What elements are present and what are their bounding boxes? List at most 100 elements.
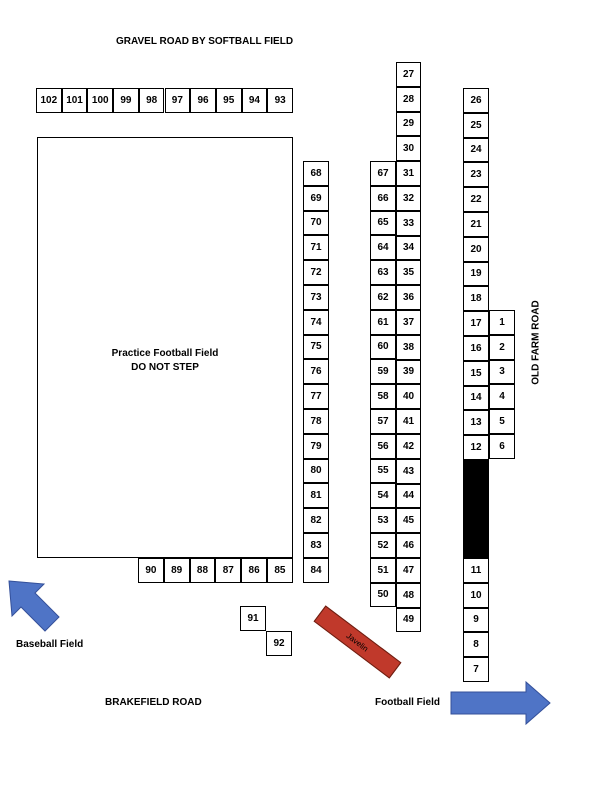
spot-28[interactable]: 28 xyxy=(396,86,421,112)
spot-63[interactable]: 63 xyxy=(370,260,396,285)
spot-39[interactable]: 39 xyxy=(396,359,421,385)
spot-99[interactable]: 99 xyxy=(113,88,139,113)
spot-81[interactable]: 81 xyxy=(303,483,329,509)
spot-6[interactable]: 6 xyxy=(489,434,515,459)
spot-93[interactable]: 93 xyxy=(267,88,293,113)
spot-15[interactable]: 15 xyxy=(463,360,489,386)
spot-24[interactable]: 24 xyxy=(463,137,489,163)
spot-55[interactable]: 55 xyxy=(370,458,396,484)
spot-65[interactable]: 65 xyxy=(370,210,396,236)
spot-17[interactable]: 17 xyxy=(463,311,489,336)
spot-75[interactable]: 75 xyxy=(303,334,329,360)
spot-71[interactable]: 71 xyxy=(303,235,329,261)
spot-84[interactable]: 84 xyxy=(303,557,329,583)
spot-35[interactable]: 35 xyxy=(396,260,421,286)
spot-98[interactable]: 98 xyxy=(138,88,165,113)
spot-82[interactable]: 82 xyxy=(303,508,329,533)
spot-5[interactable]: 5 xyxy=(489,409,515,434)
spot-48[interactable]: 48 xyxy=(396,582,421,608)
spot-16[interactable]: 16 xyxy=(463,336,489,361)
spot-83[interactable]: 83 xyxy=(303,533,329,558)
spot-49[interactable]: 49 xyxy=(396,607,421,633)
spot-101[interactable]: 101 xyxy=(61,88,88,113)
spot-20[interactable]: 20 xyxy=(463,236,489,262)
spot-22[interactable]: 22 xyxy=(463,187,489,212)
spot-34[interactable]: 34 xyxy=(396,235,421,261)
spot-41[interactable]: 41 xyxy=(396,409,421,434)
spot-43[interactable]: 43 xyxy=(396,458,421,484)
spot-23[interactable]: 23 xyxy=(463,162,489,188)
spot-91[interactable]: 91 xyxy=(240,606,266,631)
spot-4[interactable]: 4 xyxy=(489,384,515,410)
spot-3[interactable]: 3 xyxy=(489,359,515,385)
spot-95[interactable]: 95 xyxy=(215,88,242,113)
spot-21[interactable]: 21 xyxy=(463,212,489,237)
spot-8[interactable]: 8 xyxy=(463,632,489,658)
spot-100[interactable]: 100 xyxy=(87,88,114,113)
spot-44[interactable]: 44 xyxy=(396,483,421,509)
spot-69[interactable]: 69 xyxy=(303,185,329,211)
spot-96[interactable]: 96 xyxy=(190,88,216,113)
spot-14[interactable]: 14 xyxy=(463,385,489,411)
spot-50[interactable]: 50 xyxy=(370,582,396,608)
spot-1[interactable]: 1 xyxy=(489,310,515,335)
spot-60[interactable]: 60 xyxy=(370,334,396,360)
spot-47[interactable]: 47 xyxy=(396,558,421,583)
spot-36[interactable]: 36 xyxy=(396,285,421,310)
spot-77[interactable]: 77 xyxy=(303,384,329,409)
spot-94[interactable]: 94 xyxy=(241,88,268,113)
spot-18[interactable]: 18 xyxy=(463,286,489,312)
spot-51[interactable]: 51 xyxy=(370,557,396,583)
spot-31[interactable]: 31 xyxy=(396,161,421,186)
spot-45[interactable]: 45 xyxy=(396,508,421,534)
spot-79[interactable]: 79 xyxy=(303,433,329,459)
spot-2[interactable]: 2 xyxy=(489,334,515,360)
spot-72[interactable]: 72 xyxy=(303,260,329,285)
spot-25[interactable]: 25 xyxy=(463,112,489,138)
spot-26[interactable]: 26 xyxy=(463,88,489,113)
spot-87[interactable]: 87 xyxy=(215,558,242,583)
spot-80[interactable]: 80 xyxy=(303,458,329,484)
spot-56[interactable]: 56 xyxy=(370,433,396,459)
spot-90[interactable]: 90 xyxy=(138,558,164,583)
spot-53[interactable]: 53 xyxy=(370,508,396,533)
spot-78[interactable]: 78 xyxy=(303,409,329,434)
spot-37[interactable]: 37 xyxy=(396,310,421,335)
spot-7[interactable]: 7 xyxy=(463,657,489,682)
spot-74[interactable]: 74 xyxy=(303,309,329,335)
spot-10[interactable]: 10 xyxy=(463,582,489,608)
spot-29[interactable]: 29 xyxy=(396,111,421,137)
spot-30[interactable]: 30 xyxy=(396,136,421,162)
spot-64[interactable]: 64 xyxy=(370,235,396,261)
spot-89[interactable]: 89 xyxy=(163,558,190,583)
spot-88[interactable]: 88 xyxy=(189,558,216,583)
spot-58[interactable]: 58 xyxy=(370,384,396,409)
spot-27[interactable]: 27 xyxy=(396,62,421,87)
spot-33[interactable]: 33 xyxy=(396,210,421,236)
spot-38[interactable]: 38 xyxy=(396,334,421,360)
spot-59[interactable]: 59 xyxy=(370,359,396,385)
spot-46[interactable]: 46 xyxy=(396,533,421,558)
spot-86[interactable]: 86 xyxy=(241,558,267,583)
spot-97[interactable]: 97 xyxy=(164,88,191,113)
spot-92[interactable]: 92 xyxy=(266,631,292,656)
spot-68[interactable]: 68 xyxy=(303,161,329,186)
spot-11[interactable]: 11 xyxy=(463,558,489,583)
spot-73[interactable]: 73 xyxy=(303,285,329,310)
spot-12[interactable]: 12 xyxy=(463,435,489,460)
spot-9[interactable]: 9 xyxy=(463,607,489,633)
spot-19[interactable]: 19 xyxy=(463,261,489,287)
spot-52[interactable]: 52 xyxy=(370,533,396,558)
spot-13[interactable]: 13 xyxy=(463,410,489,436)
spot-67[interactable]: 67 xyxy=(370,161,396,186)
spot-32[interactable]: 32 xyxy=(396,186,421,211)
spot-76[interactable]: 76 xyxy=(303,359,329,385)
spot-70[interactable]: 70 xyxy=(303,210,329,236)
spot-42[interactable]: 42 xyxy=(396,434,421,459)
spot-40[interactable]: 40 xyxy=(396,384,421,410)
spot-57[interactable]: 57 xyxy=(370,409,396,434)
spot-102[interactable]: 102 xyxy=(36,88,62,113)
spot-62[interactable]: 62 xyxy=(370,285,396,310)
spot-61[interactable]: 61 xyxy=(370,309,396,335)
spot-66[interactable]: 66 xyxy=(370,185,396,211)
